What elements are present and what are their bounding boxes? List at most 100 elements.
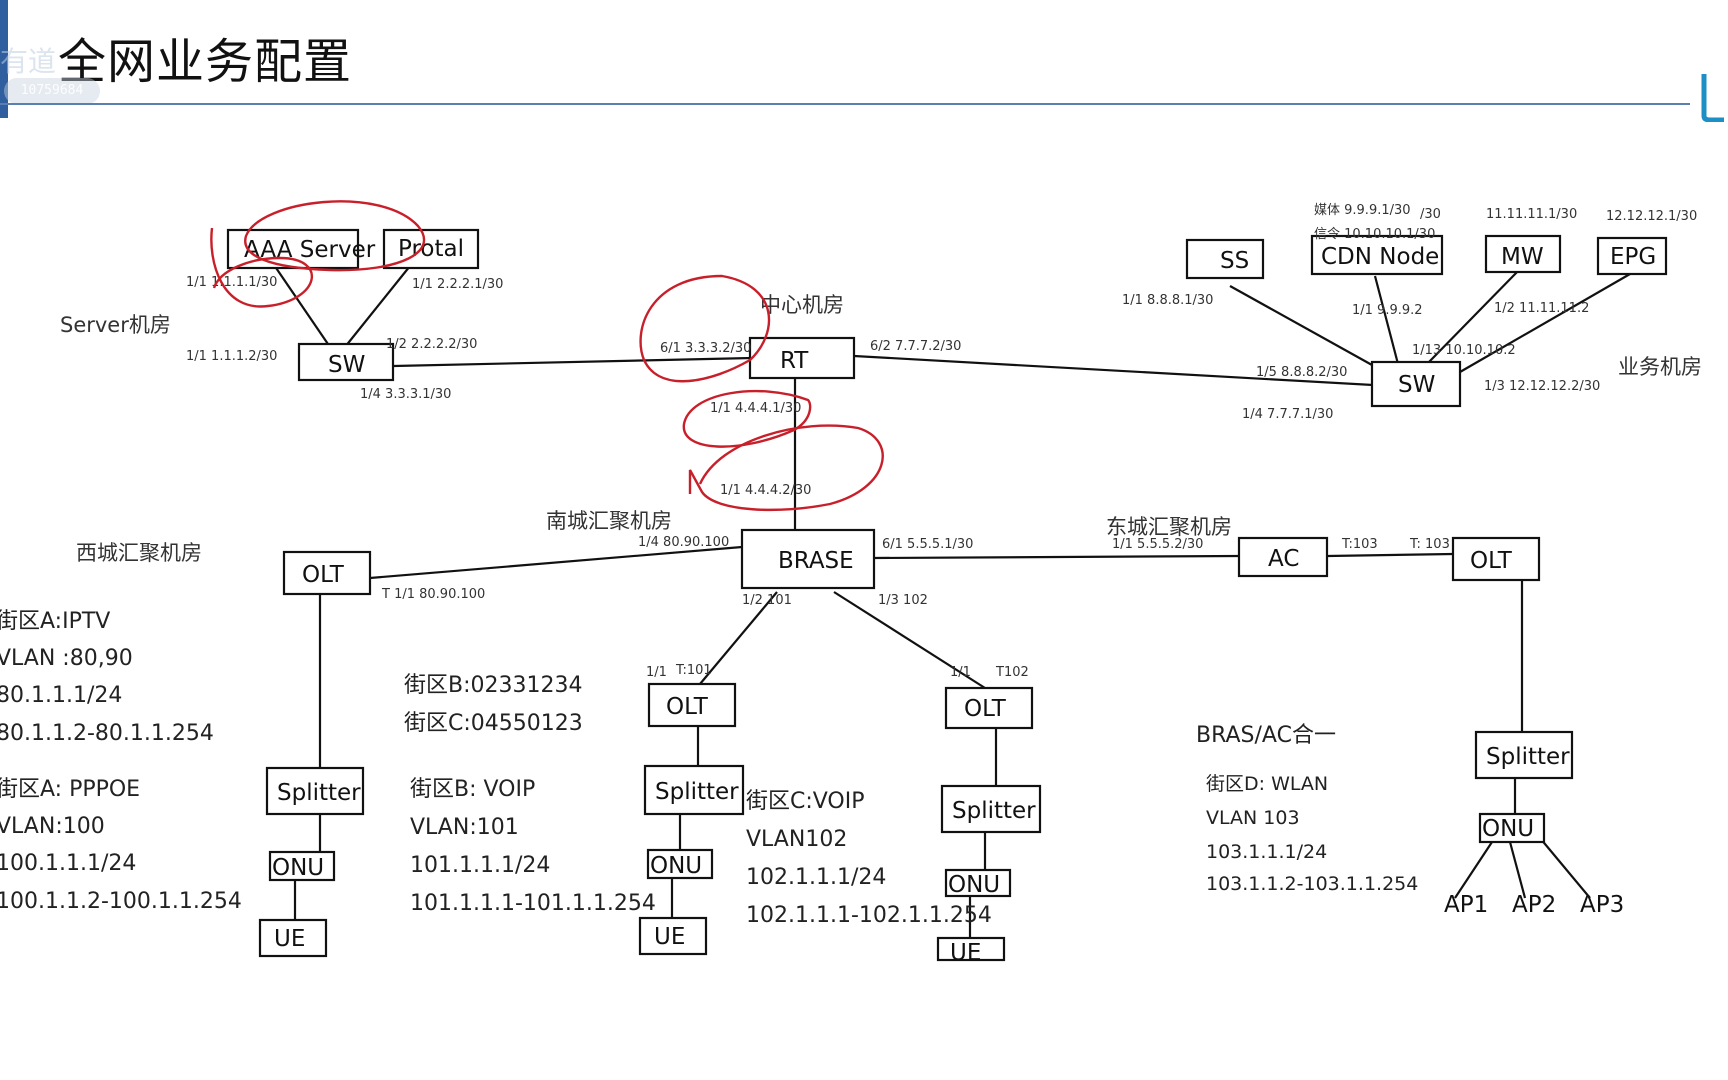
link-onu-ap1 <box>1454 841 1493 899</box>
link-mw-swb <box>1427 268 1521 364</box>
ink-loop-aaa-port <box>210 227 313 308</box>
olt-b-label: OLT <box>666 694 709 720</box>
port-swb-2: 1/2 11.11.11.2 <box>1494 301 1589 316</box>
ink-loop-rt-11 <box>682 389 812 448</box>
watermark-text: 有道 <box>0 45 57 78</box>
note-west-iptv-3: 80.1.1.1/24 <box>0 683 122 708</box>
onu-c-box <box>944 868 1012 898</box>
note-account-c: 街区C:04550123 <box>404 711 583 736</box>
splitter-b-box <box>643 764 745 816</box>
room-west: 西城汇聚机房 <box>76 541 202 565</box>
rt-box <box>748 336 856 380</box>
room-center: 中心机房 <box>760 293 844 317</box>
port-swb-1: 1/1 9.9.9.2 <box>1352 303 1423 318</box>
sw-business-label: SW <box>1398 372 1435 398</box>
title-divider <box>0 103 1690 105</box>
rt-label: RT <box>780 348 809 374</box>
splitter-c-label: Splitter <box>952 798 1036 824</box>
note-west-pppoe-1: 街区A: PPPOE <box>0 777 140 802</box>
epg-box <box>1596 236 1668 276</box>
port-labels: 1/1 1.1.1.1/30 1/1 2.2.2.1/30 1/1 1.1.1.… <box>186 203 1697 680</box>
link-epg-swb <box>1459 273 1631 373</box>
note-block-c-2: VLAN102 <box>746 827 847 852</box>
room-east: 东城汇聚机房 <box>1106 515 1232 539</box>
link-rt-swb <box>853 354 1374 387</box>
port-sw-s-1: 1/1 1.1.1.2/30 <box>186 349 277 364</box>
olt-east-label: OLT <box>1470 548 1513 574</box>
note-block-b-1: 街区B: VOIP <box>410 777 535 802</box>
port-olt-b-t: T:101 <box>675 663 712 678</box>
header-accent-bar <box>0 0 8 118</box>
link-aaa-sw <box>271 261 331 348</box>
ue-west-label: UE <box>274 926 305 952</box>
onu-b-box <box>646 848 714 880</box>
link-ss-swb <box>1229 285 1373 366</box>
port-olt-c-t: T102 <box>995 665 1029 680</box>
note-west-iptv-2: VLAN :80,90 <box>0 646 133 671</box>
port-brase-up: 1/1 4.4.4.2/30 <box>720 483 811 498</box>
olt-west-label: OLT <box>302 562 345 588</box>
brase-box <box>740 528 876 590</box>
device-labels: AAA Server Protal SW RT SS CDN Node MW E… <box>244 236 1656 966</box>
port-swb-3: 1/3 12.12.12.2/30 <box>1484 379 1600 394</box>
splitter-east-box <box>1474 730 1574 780</box>
port-rt-62: 6/2 7.7.7.2/30 <box>870 339 961 354</box>
room-server: Server机房 <box>60 313 171 337</box>
note-block-c-1: 街区C:VOIP <box>746 789 865 814</box>
ap2-label: AP2 <box>1512 892 1556 918</box>
link-brase-oltw <box>369 545 743 580</box>
note-block-b-3: 101.1.1.1/24 <box>410 853 550 878</box>
port-swb-13: 1/13 10.10.10.2 <box>1412 343 1516 358</box>
splitter-west-box <box>265 766 365 816</box>
note-block-d-3: 103.1.1.1/24 <box>1206 841 1327 863</box>
splitter-west-label: Splitter <box>277 780 361 806</box>
port-swb-4: 1/4 7.7.7.1/30 <box>1242 407 1333 422</box>
devices <box>226 228 1668 962</box>
port-cdn-sig: 信令 10.10.10.1/30 <box>1314 227 1435 242</box>
olt-c-label: OLT <box>964 696 1007 722</box>
watermark-badge: 10759684 <box>4 78 100 104</box>
onu-b-label: ONU <box>650 853 702 879</box>
note-west-pppoe-3: 100.1.1.1/24 <box>0 851 136 876</box>
room-labels: Server机房 中心机房 业务机房 南城汇聚机房 西城汇聚机房 东城汇聚机房 <box>60 293 1702 565</box>
link-sw-rt <box>393 356 753 368</box>
cdn-box <box>1310 234 1444 276</box>
room-south: 南城汇聚机房 <box>546 509 672 533</box>
port-cdn-media: 媒体 9.9.9.1/30 <box>1314 203 1411 218</box>
onu-c-label: ONU <box>948 872 1000 898</box>
port-olt-c-1: 1/1 <box>950 665 971 680</box>
port-epg: 12.12.12.1/30 <box>1606 209 1697 224</box>
onu-east-box <box>1478 812 1546 844</box>
port-ac-11: 1/1 5.5.5.2/30 <box>1112 537 1203 552</box>
onu-west-box <box>268 850 336 882</box>
olt-b-box <box>647 682 737 728</box>
links <box>271 261 1631 938</box>
ue-west-box <box>258 918 328 958</box>
note-block-c-3: 102.1.1.1/24 <box>746 865 886 890</box>
port-mw: 11.11.11.1/30 <box>1486 207 1577 222</box>
link-onu-ap2 <box>1508 841 1527 899</box>
splitter-east-label: Splitter <box>1486 744 1570 770</box>
port-olt-e-t103: T: 103 <box>1409 537 1450 552</box>
olt-c-box <box>944 686 1034 730</box>
link-ac-olte <box>1327 552 1454 558</box>
link-brase-ac <box>873 554 1240 560</box>
ac-box <box>1237 536 1329 578</box>
note-block-b-4: 101.1.1.1-101.1.1.254 <box>410 891 656 916</box>
note-west-iptv-4: 80.1.1.2-80.1.1.254 <box>0 721 214 746</box>
port-brase-61: 6/1 5.5.5.1/30 <box>882 537 973 552</box>
splitter-b-label: Splitter <box>655 779 739 805</box>
slide-title: 全网业务配置 <box>58 34 353 90</box>
port-swb-5: 1/5 8.8.8.2/30 <box>1256 365 1347 380</box>
link-portal-sw <box>344 265 411 348</box>
note-account-b: 街区B:02331234 <box>404 673 582 698</box>
ap3-label: AP3 <box>1580 892 1624 918</box>
ink-annotations <box>210 200 884 512</box>
ink-loop-rt-port <box>639 274 771 383</box>
port-brase-12: 1/2 101 <box>742 593 792 608</box>
note-block-d-1: 街区D: WLAN <box>1206 773 1328 795</box>
sw-business-box <box>1370 360 1462 408</box>
link-onu-ap3 <box>1539 837 1591 899</box>
mw-label: MW <box>1501 244 1544 270</box>
